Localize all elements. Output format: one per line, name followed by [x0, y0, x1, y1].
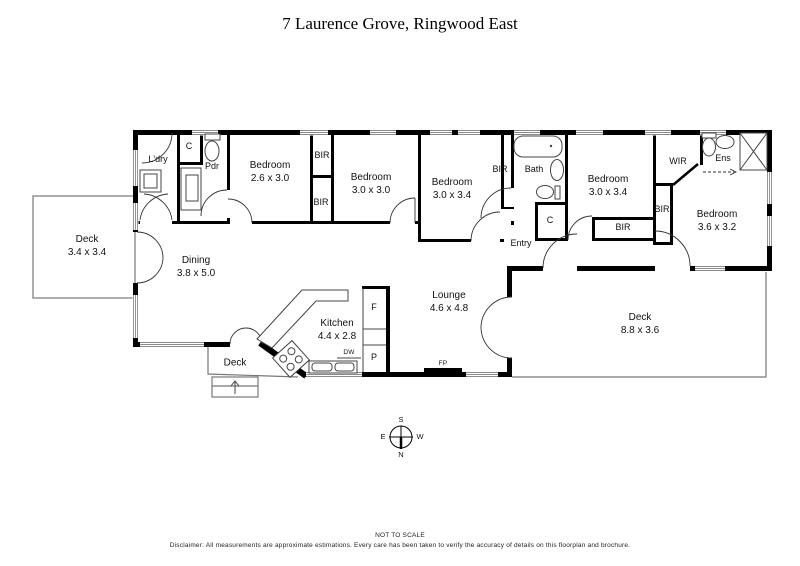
scale-note: NOT TO SCALE	[375, 531, 425, 539]
room-label-entry: Entry	[510, 238, 532, 249]
room-label-bedroom1: Bedroom 2.6 x 3.0	[249, 160, 291, 184]
bathtub	[513, 135, 563, 158]
room-label-deck-right: Deck 8.8 x 3.6	[620, 312, 660, 336]
powder-toilet-bowl	[204, 140, 220, 162]
compass-east: E	[380, 432, 386, 442]
bedroom2-door	[389, 197, 416, 224]
deck-left-outline	[32, 195, 136, 299]
sink-bowl-right	[334, 362, 355, 372]
dining-small-deck-doors	[229, 327, 263, 345]
fixture-label-fireplace: FP	[438, 359, 448, 367]
bath-toilet-tank	[554, 185, 561, 200]
cooktop	[271, 339, 311, 379]
bathtub-drain	[549, 144, 553, 148]
room-label-cupboard-2: C	[546, 215, 554, 226]
ensuite-toilet-tank	[701, 132, 717, 139]
kitchen-column-lines	[362, 288, 386, 372]
deck-steps-arrow	[230, 380, 240, 394]
dining-deck-french-doors	[136, 231, 164, 284]
room-label-dining: Dining 3.8 x 5.0	[176, 255, 216, 279]
sink-bowl-left	[311, 362, 333, 372]
room-label-kitchen: Kitchen 4.4 x 2.8	[317, 318, 357, 342]
compass-icon	[389, 425, 413, 449]
room-label-cupboard-1: C	[185, 141, 193, 152]
bedroom3-door	[470, 211, 501, 242]
ensuite-basin	[715, 135, 735, 149]
bedroom1-door	[227, 198, 253, 224]
deck-small-outline	[207, 345, 299, 378]
bath-toilet-bowl	[536, 185, 554, 199]
kitchen-fixtures	[256, 289, 462, 379]
robe-label-bir-1: BIR	[314, 150, 330, 161]
room-label-wir: WIR	[669, 156, 687, 167]
room-label-bedroom3: Bedroom 3.0 x 3.4	[431, 177, 473, 201]
room-label-bedroom2: Bedroom 3.0 x 3.0	[350, 172, 392, 196]
laundry-hall-doors	[139, 193, 173, 221]
room-label-laundry: L'dry	[148, 154, 168, 165]
bedroom4-door	[567, 215, 593, 241]
deck-right-outline	[512, 272, 767, 378]
entry-door	[542, 233, 578, 269]
room-label-bedroom4: Bedroom 3.0 x 3.4	[587, 174, 629, 198]
room-label-powder: Pdr	[204, 161, 220, 172]
floorplan-title: 7 Laurence Grove, Ringwood East	[282, 13, 518, 33]
ensuite-toilet-bowl	[702, 137, 716, 157]
room-label-lounge: Lounge 4.6 x 4.8	[429, 290, 469, 314]
disclaimer: Disclaimer: All measurements are approxi…	[169, 541, 631, 549]
compass-west: W	[416, 432, 424, 442]
fixture-label-pantry: P	[370, 352, 378, 363]
kitchen-bench	[256, 289, 349, 349]
bath-door	[480, 187, 512, 219]
bath-basin	[550, 159, 564, 181]
room-label-deck-small: Deck	[223, 357, 247, 369]
laundry-trough-inner	[143, 173, 158, 189]
robe-label-bir-4: BIR	[615, 222, 631, 233]
fixture-label-fridge: F	[371, 302, 377, 313]
powder-toilet-tank	[204, 133, 221, 141]
robe-label-bir-3: BIR	[492, 164, 508, 175]
lounge-deck-french-doors	[480, 296, 513, 359]
room-label-ensuite: Ens	[715, 153, 731, 164]
bedroom5-door	[654, 230, 691, 267]
compass-south: S	[398, 415, 404, 425]
ensuite-slider	[703, 168, 738, 176]
wir-angled-wall	[672, 163, 699, 186]
fireplace-hearth	[424, 368, 462, 377]
doors	[136, 132, 691, 359]
room-label-bedroom5: Bedroom 3.6 x 3.2	[696, 209, 738, 233]
fixture-label-dishwasher: DW	[343, 348, 355, 356]
room-label-deck-left: Deck 3.4 x 3.4	[67, 234, 107, 258]
bathroom-fixtures	[139, 132, 768, 211]
laundry-door	[141, 132, 173, 164]
compass-north: N	[398, 450, 404, 460]
deck-outlines	[32, 195, 767, 398]
deck-steps	[211, 376, 259, 398]
robe-label-bir-5: BIR	[654, 204, 670, 215]
shower-cross	[739, 132, 768, 171]
powder-door	[200, 189, 228, 217]
hall-cabinet-inner	[185, 174, 199, 202]
interior-walls	[133, 130, 703, 374]
room-label-bath: Bath	[524, 164, 544, 175]
robe-label-bir-2: BIR	[313, 197, 329, 208]
